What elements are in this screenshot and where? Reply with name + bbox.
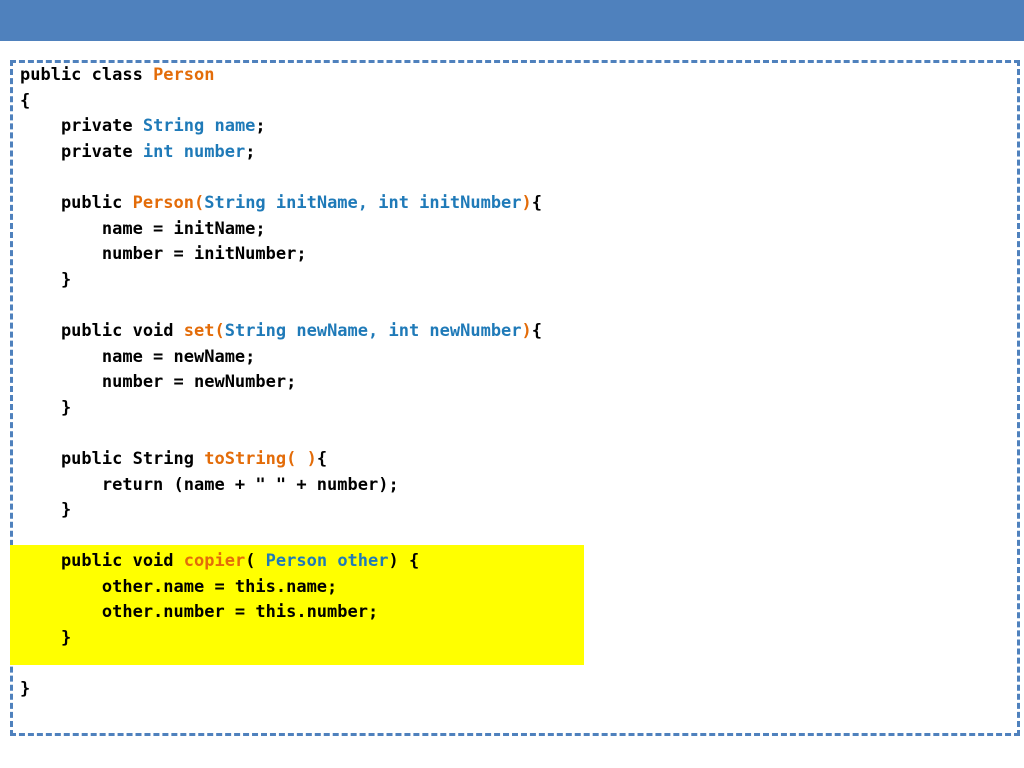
code-token-default: return (name + " " + number); — [20, 474, 399, 495]
code-token-default: name = newName; — [20, 346, 256, 367]
code-line — [20, 421, 542, 447]
code-token-blue: Person other — [265, 551, 389, 572]
code-token-default: { — [20, 90, 31, 111]
code-token-default: number = initNumber; — [20, 244, 307, 265]
copier-method-highlight — [10, 545, 584, 665]
code-token-default: name = initName; — [20, 218, 266, 239]
code-line: return (name + " " + number); — [20, 473, 542, 499]
code-token-default: } — [20, 269, 72, 290]
code-token-blue: int number — [142, 141, 246, 162]
code-line: public class Person — [20, 63, 542, 89]
code-line: } — [20, 268, 542, 294]
code-token-default: ( — [245, 551, 266, 572]
code-line: number = newNumber; — [20, 370, 542, 396]
code-token-orange: toString( ) — [204, 448, 317, 469]
code-line: private int number; — [20, 140, 542, 166]
code-line: } — [20, 677, 542, 703]
code-token-default: public — [20, 192, 133, 213]
code-token-orange: copier — [183, 551, 246, 572]
code-token-default: { — [531, 320, 543, 341]
code-token-default: public void — [20, 320, 184, 341]
code-token-default: } — [20, 500, 72, 521]
code-line: } — [20, 498, 542, 524]
code-token-default: public void — [20, 551, 184, 572]
code-token-default: { — [316, 448, 328, 469]
code-line: other.number = this.number; — [20, 600, 542, 626]
code-line: { — [20, 89, 542, 115]
code-token-default: } — [20, 628, 72, 649]
code-token-default: public String — [20, 448, 205, 469]
code-token-default: { — [531, 192, 543, 213]
code-line — [20, 524, 542, 550]
code-token-default: } — [20, 679, 31, 700]
slide-header-bar — [0, 0, 1024, 41]
code-line: name = initName; — [20, 217, 542, 243]
code-token-blue: String initName, int initNumber — [204, 192, 522, 213]
code-frame — [10, 60, 1020, 736]
code-line: public void copier( Person other) { — [20, 549, 542, 575]
code-line: public Person(String initName, int initN… — [20, 191, 542, 217]
code-token-default: number = newNumber; — [20, 372, 297, 393]
code-token-blue: String newName, int newNumber — [224, 320, 522, 341]
code-token-default: private — [20, 116, 143, 137]
code-line: public void set(String newName, int newN… — [20, 319, 542, 345]
code-line: } — [20, 396, 542, 422]
code-token-blue: String name — [142, 116, 256, 137]
code-token-default: private — [20, 141, 143, 162]
code-token-orange: ) — [521, 192, 532, 213]
code-token-default: ; — [255, 116, 266, 137]
code-line: other.name = this.name; — [20, 575, 542, 601]
code-line — [20, 165, 542, 191]
code-line: public String toString( ){ — [20, 447, 542, 473]
code-token-default: } — [20, 397, 72, 418]
code-token-orange: Person — [153, 65, 215, 85]
code-line: } — [20, 626, 542, 652]
code-line: private String name; — [20, 114, 542, 140]
code-token-orange: ) — [521, 320, 532, 341]
java-code-block: public class Person{ private String name… — [20, 63, 542, 703]
code-line — [20, 652, 542, 678]
code-token-default: ) { — [388, 551, 420, 572]
code-token-default: other.name = this.name; — [20, 576, 338, 597]
code-line: number = initNumber; — [20, 242, 542, 268]
code-token-orange: set( — [183, 320, 225, 341]
code-token-orange: Person( — [132, 192, 205, 213]
code-token-default: ; — [245, 141, 256, 162]
code-line — [20, 293, 542, 319]
code-token-default: other.number = this.number; — [20, 602, 379, 623]
code-token-default: public class — [20, 65, 154, 85]
code-line: name = newName; — [20, 345, 542, 371]
